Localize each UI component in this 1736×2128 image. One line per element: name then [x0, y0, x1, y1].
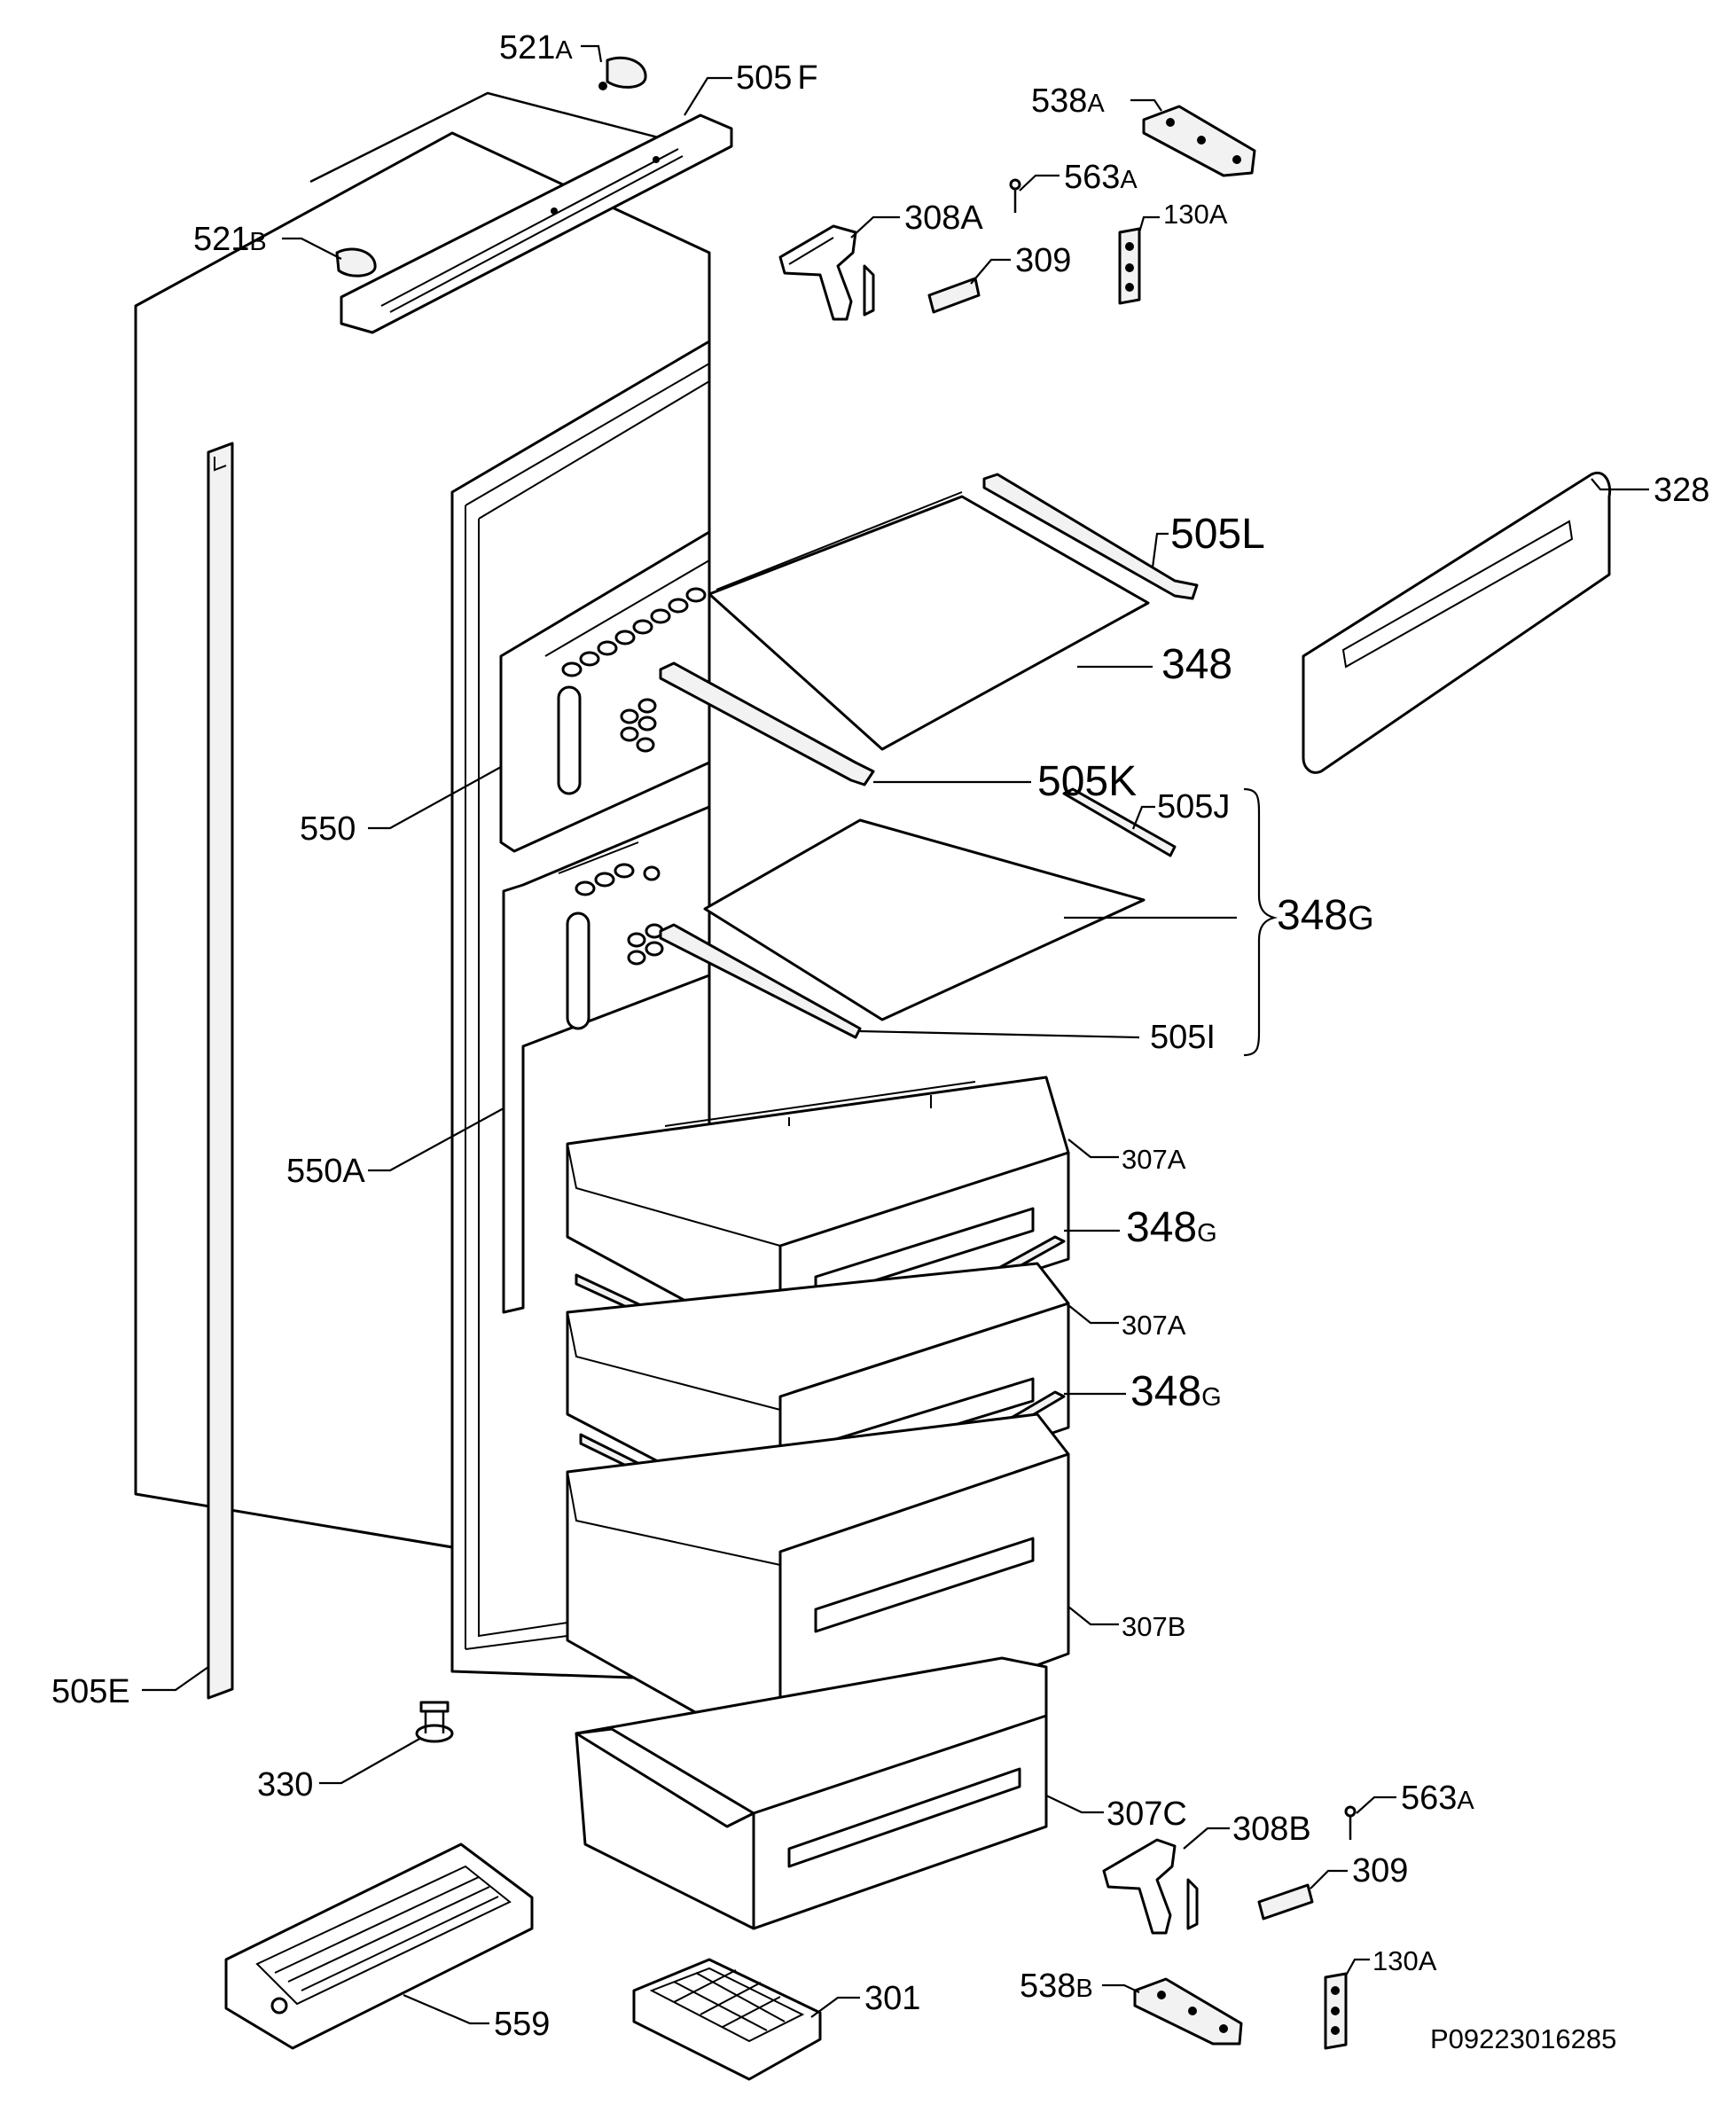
group-bracket-348g	[1243, 787, 1279, 1057]
callout-550a: 550A	[286, 1153, 365, 1190]
drawer-307c	[575, 1656, 1048, 1930]
callout-538a: 538A	[1031, 82, 1105, 120]
hinge-308b	[1102, 1838, 1199, 1935]
callout-550: 550	[300, 810, 356, 848]
door-panel-328	[1302, 471, 1612, 774]
callout-348g-2: 348G	[1130, 1368, 1222, 1415]
callout-538b: 538B	[1020, 1968, 1093, 2005]
callout-308a: 308A	[904, 200, 983, 237]
door-strip-505e	[207, 442, 234, 1700]
foot-330	[415, 1701, 454, 1743]
shelf-rail-505l	[982, 473, 1199, 600]
top-hinge-bar-505f	[340, 113, 733, 334]
callout-307b: 307B	[1122, 1611, 1185, 1642]
callout-505i: 505I	[1150, 1019, 1216, 1056]
glass-shelf-348g	[703, 818, 1146, 1021]
callout-563a-top: 563A	[1064, 159, 1138, 196]
callout-505l: 505L	[1170, 511, 1265, 558]
callout-330: 330	[257, 1766, 313, 1803]
shelf-rail-505j	[1062, 787, 1177, 857]
callout-505e: 505E	[51, 1673, 130, 1710]
hinge-308a	[778, 224, 875, 321]
callout-328: 328	[1654, 472, 1709, 509]
bracket-130a-bottom	[1324, 1972, 1348, 2050]
label-309-top	[927, 277, 981, 314]
callout-563a-bottom: 563A	[1401, 1780, 1474, 1817]
callout-307c: 307C	[1107, 1796, 1187, 1833]
label-309-bottom	[1257, 1883, 1314, 1921]
cap-521b	[335, 247, 377, 278]
callout-307a-2: 307A	[1122, 1310, 1186, 1341]
callout-309-bottom: 309	[1352, 1852, 1408, 1889]
callout-307a-1: 307A	[1122, 1144, 1186, 1175]
callout-308b: 308B	[1232, 1811, 1311, 1848]
control-panel-550a	[502, 805, 711, 1314]
control-panel-550	[499, 530, 711, 853]
callout-521a: 521A	[499, 29, 573, 66]
callout-309-top: 309	[1015, 242, 1071, 279]
leader-lines	[142, 44, 1649, 2025]
callout-505k: 505K	[1037, 758, 1137, 805]
ice-box-559	[224, 1842, 534, 2050]
cap-521a	[598, 56, 647, 90]
shelf-rail-505i	[659, 923, 862, 1039]
shelf-rail-505k	[659, 661, 875, 786]
callout-130a-top: 130A	[1163, 199, 1228, 230]
callout-301: 301	[864, 1980, 920, 2017]
screw-563a-bottom	[1344, 1805, 1357, 1840]
ice-cube-tray-301	[632, 1958, 822, 2081]
callout-521b: 521B	[193, 221, 267, 258]
callout-130a-bottom: 130A	[1372, 1945, 1437, 1976]
callout-348g-1: 348G	[1126, 1204, 1217, 1251]
diagram-reference-code: P09223016285	[1430, 2023, 1616, 2054]
callout-348: 348	[1161, 641, 1232, 688]
hinge-plate-538a	[1142, 105, 1256, 177]
callout-505j: 505J	[1157, 788, 1230, 825]
callout-559: 559	[494, 2006, 550, 2043]
hinge-plate-538b	[1133, 1977, 1243, 2046]
screw-563a-top	[1009, 178, 1021, 213]
glass-shelf-348	[708, 491, 1150, 751]
bracket-130a-top	[1118, 227, 1141, 305]
callout-348g-group: 348G	[1277, 892, 1374, 939]
